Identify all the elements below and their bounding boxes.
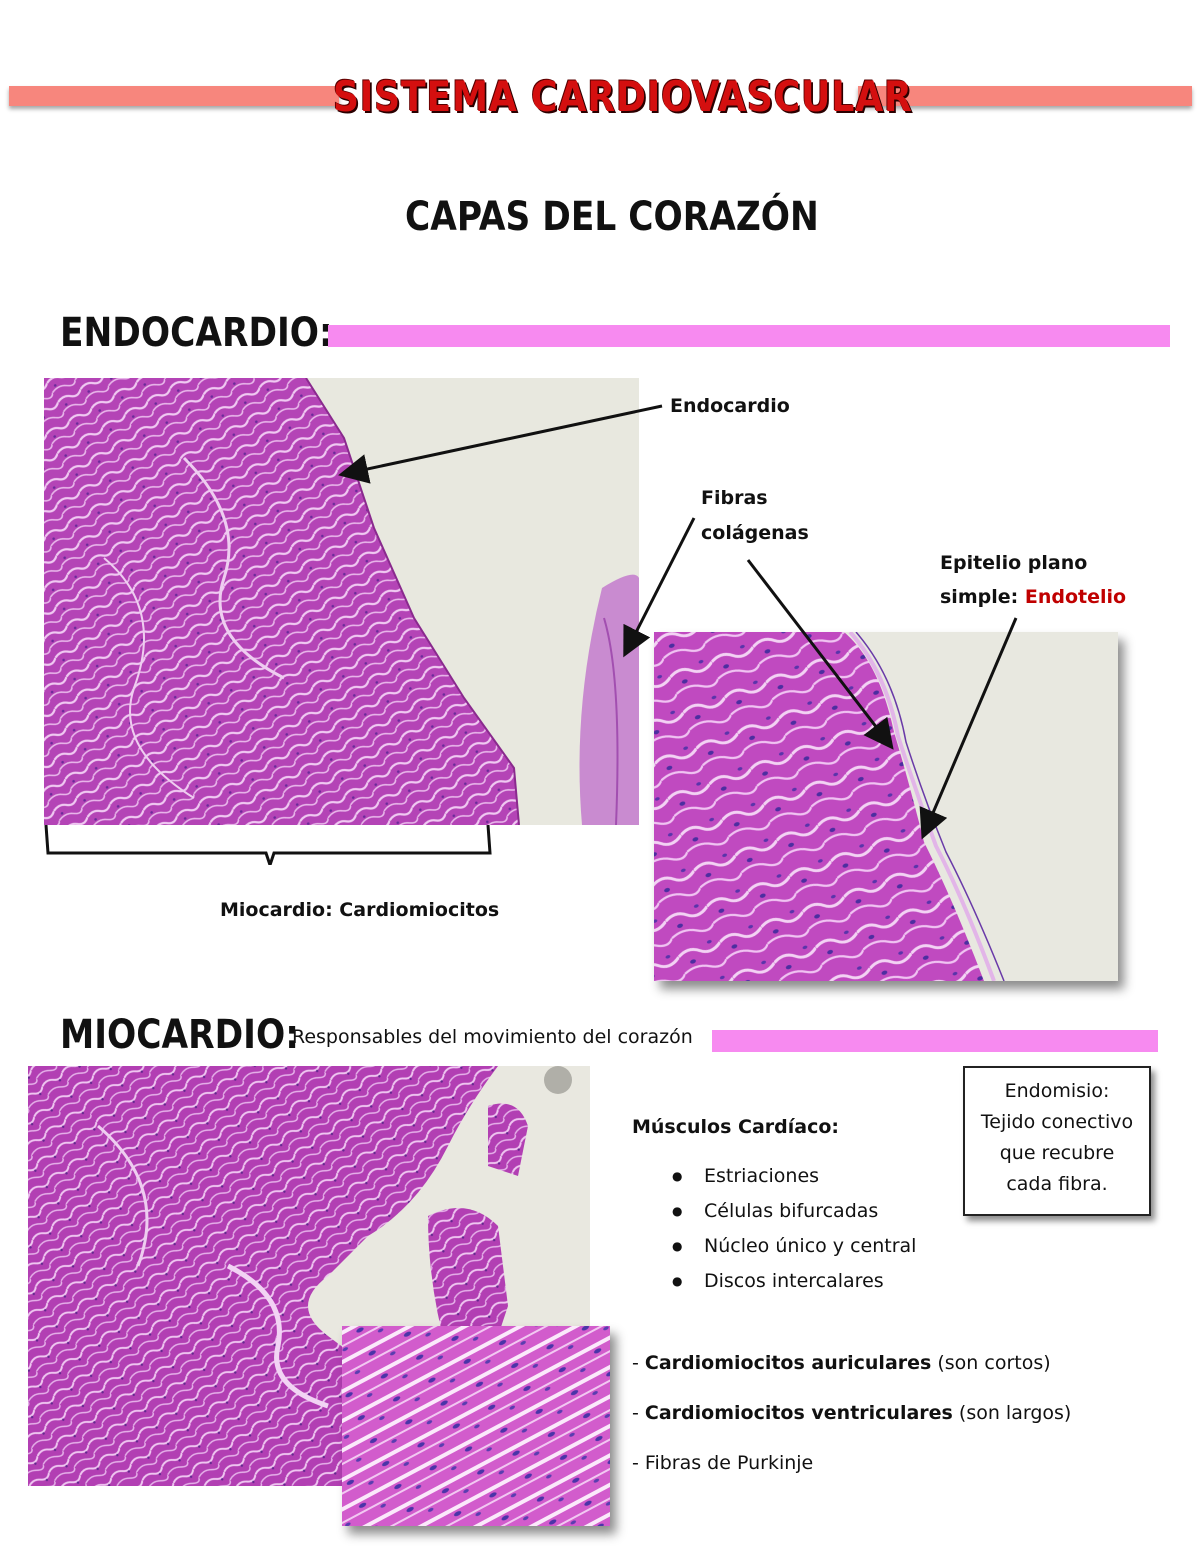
type-ventriculares: - Cardiomiocitos ventriculares (son larg…: [632, 1402, 1072, 1424]
type-purkinje-text: Fibras de Purkinje: [644, 1452, 814, 1474]
micrograph-endocardio-large-svg: [44, 378, 639, 825]
label-epitelio-simple: simple:: [940, 586, 1019, 608]
section-bar-miocardio: [712, 1030, 1158, 1052]
micrograph-miocardio-zoom: [342, 1326, 610, 1526]
type-auriculares-rest: (son cortos): [937, 1352, 1051, 1374]
label-endotelio: Endotelio: [1024, 586, 1127, 608]
section-bar-endocardio: [328, 325, 1170, 347]
list-item: Células bifurcadas: [632, 1194, 916, 1229]
list-item: Discos intercalares: [632, 1264, 916, 1299]
endomisio-line3: que recubre: [999, 1142, 1115, 1164]
label-miocardio-cardiomiocitos: Miocardio: Cardiomiocitos: [220, 899, 500, 921]
features-list: Estriaciones Células bifurcadas Núcleo ú…: [632, 1159, 916, 1299]
miocardio-brace: [44, 825, 492, 865]
label-endocardio: Endocardio: [670, 395, 790, 417]
type-auriculares-bold: Cardiomiocitos auriculares: [644, 1352, 932, 1374]
header-bar-left: [9, 86, 339, 106]
micrograph-endocardio-zoom-svg: [654, 632, 1118, 981]
type-ventriculares-rest: (son largos): [958, 1402, 1072, 1424]
miocardio-caption: Responsables del movimiento del corazón: [292, 1026, 693, 1048]
label-fibras-line2: colágenas: [701, 522, 809, 544]
type-purkinje: - Fibras de Purkinje: [632, 1452, 814, 1474]
header-bar-right: [858, 86, 1192, 106]
list-item: Estriaciones: [632, 1159, 916, 1194]
label-epitelio-line1: Epitelio plano: [940, 552, 1088, 574]
endomisio-line2: Tejido conectivo: [980, 1111, 1134, 1133]
endomisio-line1: Endomisio:: [1004, 1080, 1110, 1102]
micrograph-endocardio-large: [44, 378, 639, 825]
section-heading-miocardio: MIOCARDIO:: [60, 1012, 299, 1058]
endomisio-line4: cada fibra.: [1006, 1173, 1108, 1195]
list-item: Núcleo único y central: [632, 1229, 916, 1264]
musculos-title: Músculos Cardíaco:: [632, 1116, 840, 1138]
page-subtitle: CAPAS DEL CORAZÓN: [405, 194, 819, 240]
page-title: SISTEMA CARDIOVASCULAR: [333, 72, 913, 121]
label-epitelio-line2: simple: Endotelio: [940, 580, 1126, 614]
micrograph-endocardio-zoom: [654, 632, 1118, 981]
label-fibras-line1: Fibras: [701, 487, 768, 509]
micrograph-miocardio-zoom-svg: [342, 1326, 610, 1526]
type-ventriculares-bold: Cardiomiocitos ventriculares: [644, 1402, 953, 1424]
section-heading-endocardio: ENDOCARDIO:: [60, 310, 333, 356]
type-auriculares: - Cardiomiocitos auriculares (son cortos…: [632, 1352, 1051, 1374]
endomisio-box: Endomisio: Tejido conectivo que recubre …: [963, 1066, 1151, 1216]
